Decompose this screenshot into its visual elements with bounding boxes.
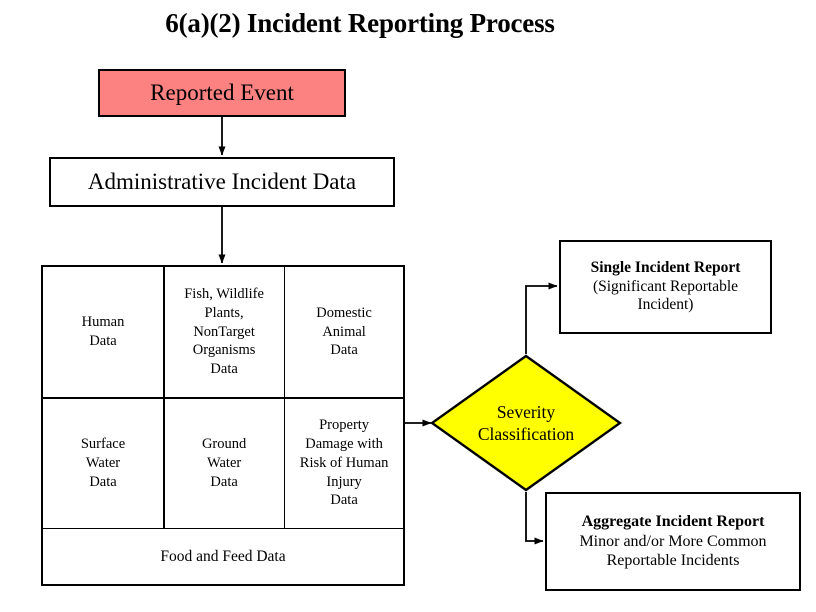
aggregate-incident-report-title: Aggregate Incident Report <box>581 513 765 531</box>
diamond-shape <box>430 354 622 492</box>
node-severity-classification[interactable] <box>430 354 622 492</box>
arrow-severity-to-single-incident-report <box>525 282 558 354</box>
single-incident-report-title: Single Incident Report <box>590 258 741 276</box>
table-row-divider-1 <box>43 397 403 399</box>
table-row-divider-2 <box>43 527 403 530</box>
node-administrative-incident-data-label: Administrative Incident Data <box>87 168 357 194</box>
arrow-severity-to-aggregate-incident-report <box>525 492 544 545</box>
table-cell-food-and-feed-data[interactable]: Food and Feed Data <box>43 529 403 584</box>
node-administrative-incident-data[interactable]: Administrative Incident Data <box>49 157 395 207</box>
single-incident-report-sub-line-1: (Significant Reportable <box>592 277 739 295</box>
page-title: 6(a)(2) Incident Reporting Process <box>165 8 555 38</box>
aggregate-incident-report-sub-line-1: Minor and/or More Common <box>579 532 767 550</box>
node-single-incident-report[interactable]: Single Incident Report (Significant Repo… <box>559 240 772 334</box>
node-aggregate-incident-report[interactable]: Aggregate Incident Report Minor and/or M… <box>545 492 801 591</box>
aggregate-incident-report-sub-line-2: Reportable Incidents <box>606 552 740 570</box>
node-reported-event[interactable]: Reported Event <box>98 69 346 117</box>
node-reported-event-label: Reported Event <box>150 79 294 105</box>
single-incident-report-sub-line-2: Incident) <box>637 296 694 314</box>
table-cell-label: Food and Feed Data <box>160 547 286 565</box>
